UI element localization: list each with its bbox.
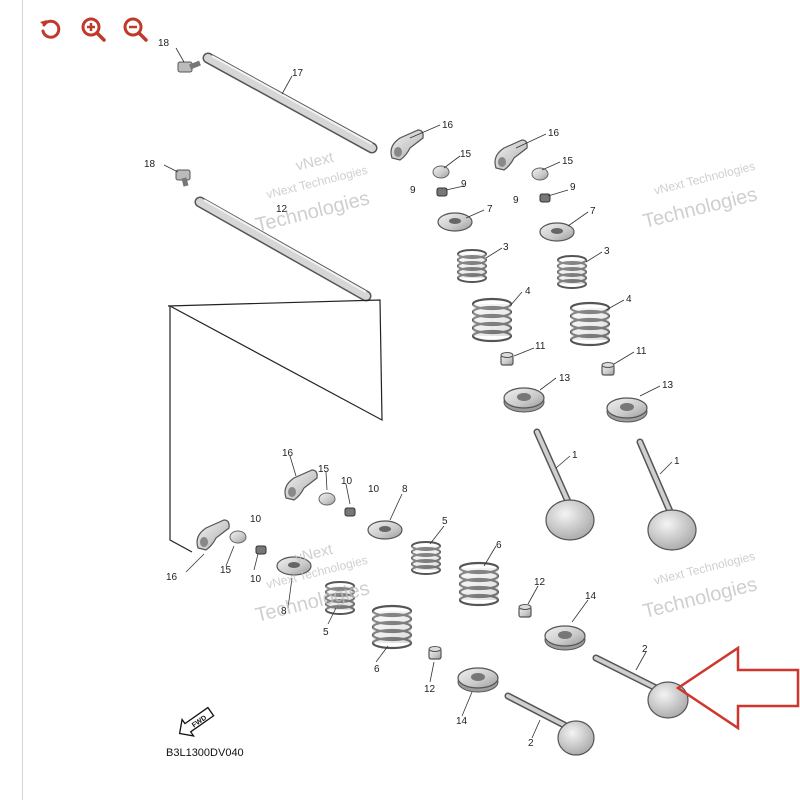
part-label: 8 <box>402 484 408 495</box>
rocker-arm-part <box>196 519 230 551</box>
part-label: 15 <box>318 464 330 475</box>
watermark: vNext Technologies Technologies <box>253 163 372 237</box>
intake-valve-part <box>533 428 595 541</box>
callout-labels: 18 17 16 15 9 9 16 15 9 9 18 12 7 7 3 3 … <box>144 38 680 749</box>
part-label: 6 <box>496 540 502 551</box>
rocker-arm-part <box>494 139 528 171</box>
part-label: 3 <box>604 246 610 257</box>
zoom-out-button[interactable] <box>120 14 150 44</box>
inner-valve-spring-part <box>411 541 441 575</box>
part-label: 15 <box>460 149 472 160</box>
part-label: 8 <box>281 606 287 617</box>
exhaust-valve-part <box>504 692 595 756</box>
part-label: 4 <box>525 286 531 297</box>
part-label: 16 <box>282 448 294 459</box>
part-label: 10 <box>341 476 353 487</box>
part-label: 12 <box>276 204 288 215</box>
bolt-part <box>175 169 191 187</box>
viewer-toolbar <box>36 14 150 44</box>
part-label: 6 <box>374 664 380 675</box>
valve-cotter-part <box>436 187 448 197</box>
outer-valve-spring-part <box>371 604 413 650</box>
part-label: 16 <box>442 120 454 131</box>
adjusting-pad-part <box>318 492 336 506</box>
part-label: 17 <box>292 68 304 79</box>
valve-stem-seal-part <box>500 351 514 366</box>
part-label: 7 <box>487 204 493 215</box>
valve-cotter-part <box>539 193 551 203</box>
part-label: 11 <box>535 341 546 352</box>
spring-seat-part <box>503 387 545 413</box>
rocker-arm-part <box>284 469 318 501</box>
assembly-bracket-outline <box>167 299 383 553</box>
part-label: 10 <box>250 574 262 585</box>
part-label: 3 <box>503 242 509 253</box>
part-label: 11 <box>636 346 647 357</box>
part-label: 9 <box>410 185 416 196</box>
part-label: 13 <box>559 373 571 384</box>
exhaust-valve-part <box>592 654 689 719</box>
part-label: 10 <box>368 484 380 495</box>
part-label: 18 <box>144 159 156 170</box>
valve-retainer-part <box>367 520 403 540</box>
watermark: vNext Technologies Technologies <box>641 159 760 233</box>
spring-seat-part <box>606 397 648 423</box>
inner-valve-spring-part <box>557 255 587 289</box>
part-label: 12 <box>424 684 436 695</box>
reset-button[interactable] <box>36 14 66 44</box>
part-label: 5 <box>323 627 329 638</box>
diagram-code: B3L1300DV040 <box>166 747 244 759</box>
outer-valve-spring-part <box>569 301 611 347</box>
part-label: 14 <box>456 716 468 727</box>
part-label: 2 <box>528 738 534 749</box>
part-label: 5 <box>442 516 448 527</box>
rotate-ccw-icon <box>40 19 61 39</box>
valve-stem-seal-part <box>601 361 615 376</box>
valve-stem-seal-part <box>518 603 532 618</box>
fwd-label: FWD <box>191 714 208 729</box>
valve-stem-seal-part <box>428 645 442 660</box>
watermark: vNext Technologies Technologies <box>641 549 760 623</box>
part-label: 2 <box>642 644 648 655</box>
valve-cotter-part <box>344 507 356 517</box>
part-label: 9 <box>513 195 519 206</box>
part-label: 15 <box>562 156 574 167</box>
spring-seat-part <box>544 625 586 651</box>
inner-valve-spring-part <box>457 249 487 283</box>
valve-cotter-part <box>255 545 267 555</box>
part-label: 1 <box>572 450 578 461</box>
part-label: 16 <box>548 128 560 139</box>
part-label: 14 <box>585 591 597 602</box>
highlight-arrow-icon <box>675 645 800 731</box>
part-label: 12 <box>534 577 546 588</box>
part-label: 4 <box>626 294 632 305</box>
intake-valve-part <box>636 438 697 551</box>
outer-valve-spring-part <box>458 561 500 607</box>
part-label: 9 <box>461 179 467 190</box>
spring-seat-part <box>457 667 499 693</box>
zoom-in-button[interactable] <box>78 14 108 44</box>
part-label: 16 <box>166 572 178 583</box>
rocker-shaft-lower <box>194 196 372 302</box>
part-label: 15 <box>220 565 232 576</box>
part-label: 18 <box>158 38 170 49</box>
rocker-shaft-upper <box>202 52 378 154</box>
forward-direction-icon: FWD <box>178 706 215 737</box>
adjusting-pad-part <box>531 167 549 181</box>
zoom-in-icon <box>81 17 106 42</box>
adjusting-pad-part <box>229 530 247 544</box>
part-label: 13 <box>662 380 674 391</box>
adjusting-pad-part <box>432 165 450 179</box>
valve-retainer-part <box>437 212 473 232</box>
outer-valve-spring-part <box>471 297 513 343</box>
part-label: 10 <box>250 514 262 525</box>
part-label: 9 <box>570 182 576 193</box>
part-label: 7 <box>590 206 596 217</box>
bolt-part <box>177 60 201 73</box>
zoom-out-icon <box>123 17 148 42</box>
part-label: 1 <box>674 456 680 467</box>
leader-lines <box>163 47 673 739</box>
